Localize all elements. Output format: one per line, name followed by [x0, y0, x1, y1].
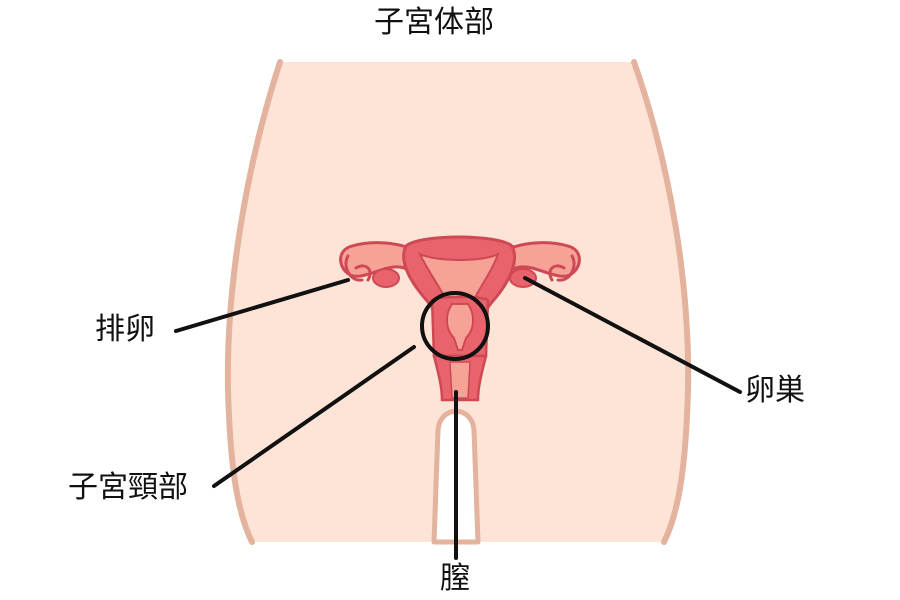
hip-outline-right: [631, 59, 692, 545]
ovulation-label: 排卵: [95, 312, 155, 347]
vagina-label: 膣: [440, 561, 470, 596]
uterus-group: [339, 235, 581, 402]
ovary-left: [372, 268, 400, 288]
leader-line-cervix: [212, 345, 416, 488]
title-label: 子宮体部: [374, 5, 494, 40]
leader-lines: [174, 276, 742, 560]
fallopian-tube-left: [339, 241, 420, 280]
cervical-canal: [446, 303, 474, 351]
fimbriae-left: [344, 254, 372, 282]
fallopian-tube-right: [500, 241, 581, 280]
vaginal-canal: [449, 361, 471, 399]
fimbriae-right: [548, 254, 576, 282]
leader-line-ovary: [523, 276, 742, 394]
ovary-label: 卵巣: [745, 373, 805, 408]
uterine-cavity: [417, 251, 500, 313]
leader-line-ovulation: [174, 278, 350, 333]
cervix-label: 子宮頸部: [68, 470, 188, 505]
cervix-highlight-circle: [420, 291, 490, 361]
hip-outline-left: [224, 59, 283, 545]
